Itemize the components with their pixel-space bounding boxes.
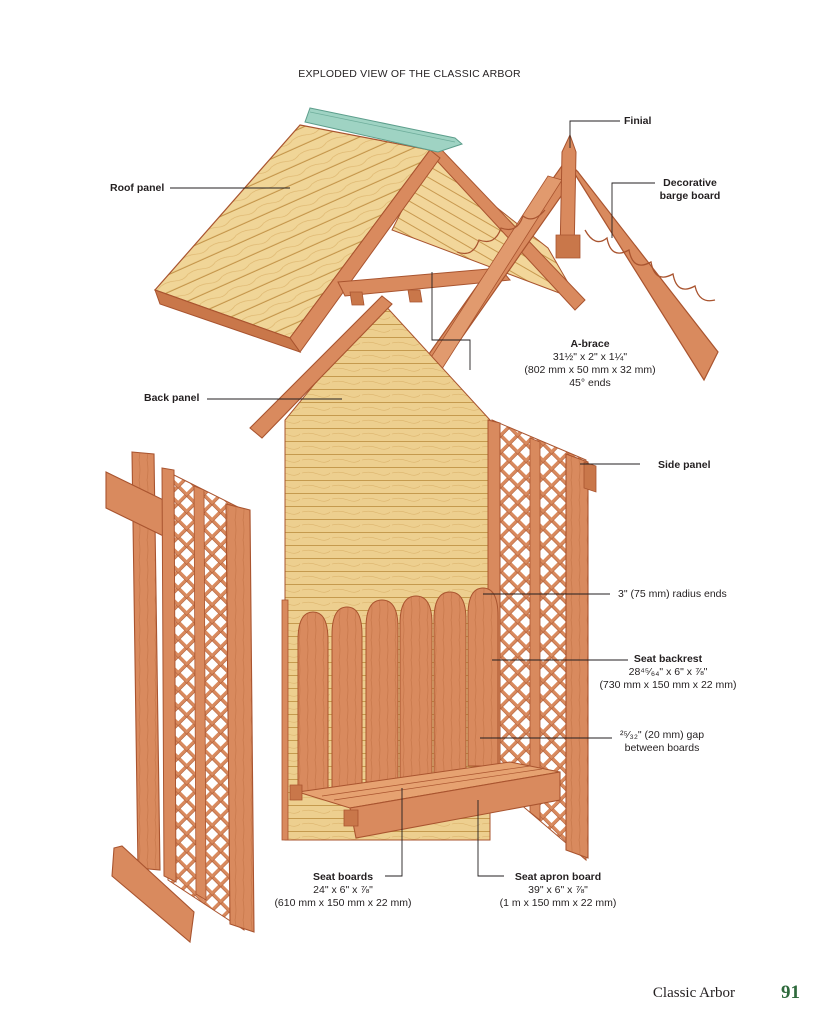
- label-radius-ends: 3" (75 mm) radius ends: [618, 588, 727, 600]
- label-seat-backrest: Seat backrest 28⁴⁵⁄₆₄" x 6" x ⅞" (730 mm…: [599, 653, 737, 691]
- page-number: 91: [781, 982, 800, 1003]
- seat-backrest: [297, 587, 499, 793]
- label-finial: Finial: [624, 115, 652, 127]
- leader-barge-board: [611, 182, 655, 238]
- label-seat-boards: Seat boards 24" x 6" x ⅞" (610 mm x 150 …: [274, 871, 412, 909]
- page-title: EXPLODED VIEW OF THE CLASSIC ARBOR: [298, 68, 521, 80]
- label-side-panel: Side panel: [658, 459, 711, 471]
- leader-seat-boards: [385, 788, 403, 877]
- leader-a-brace: [431, 272, 471, 370]
- label-back-panel: Back panel: [144, 392, 200, 404]
- label-roof-panel: Roof panel: [110, 182, 165, 194]
- label-a-brace: A-brace 31½" x 2" x 1¼" (802 mm x 50 mm …: [524, 338, 656, 389]
- label-barge-board: Decorative barge board: [659, 177, 721, 202]
- leader-seat-apron: [477, 800, 504, 877]
- side-panel-right: [487, 419, 597, 862]
- roof-flashing: [304, 107, 463, 153]
- label-gap: ²⁵⁄₃₂" (20 mm) gap between boards: [619, 729, 705, 754]
- finial: [555, 133, 581, 259]
- label-seat-apron: Seat apron board 39" x 6" x ⅞" (1 m x 15…: [499, 871, 617, 909]
- a-brace: [337, 267, 511, 306]
- side-panel-left: [105, 451, 255, 944]
- leader-finial: [569, 120, 620, 148]
- seat-apron-board: [343, 771, 561, 839]
- chapter-title: Classic Arbor: [652, 985, 735, 1001]
